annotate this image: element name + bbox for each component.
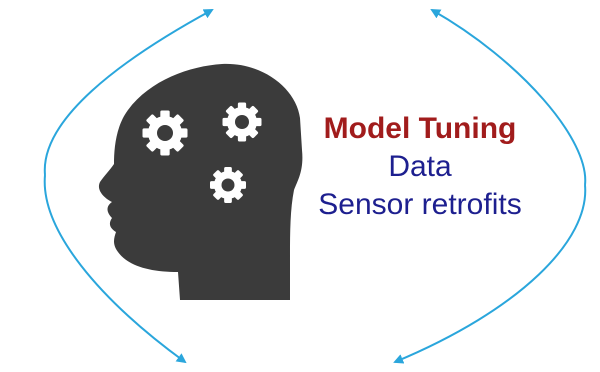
gear-icon: [142, 110, 188, 156]
left-arrow-down: [43, 174, 187, 364]
label-group: Model Tuning Data Sensor retrofits: [270, 110, 570, 224]
left-arrow-up: [43, 9, 214, 176]
label-model-tuning: Model Tuning: [323, 112, 517, 145]
label-sensor-retrofits: Sensor retrofits: [318, 188, 522, 221]
label-data: Data: [388, 150, 452, 183]
gear-icon: [222, 102, 262, 142]
right-arrow-up: [430, 9, 587, 186]
gear-icon: [210, 167, 246, 203]
right-arrow-down: [393, 184, 587, 364]
